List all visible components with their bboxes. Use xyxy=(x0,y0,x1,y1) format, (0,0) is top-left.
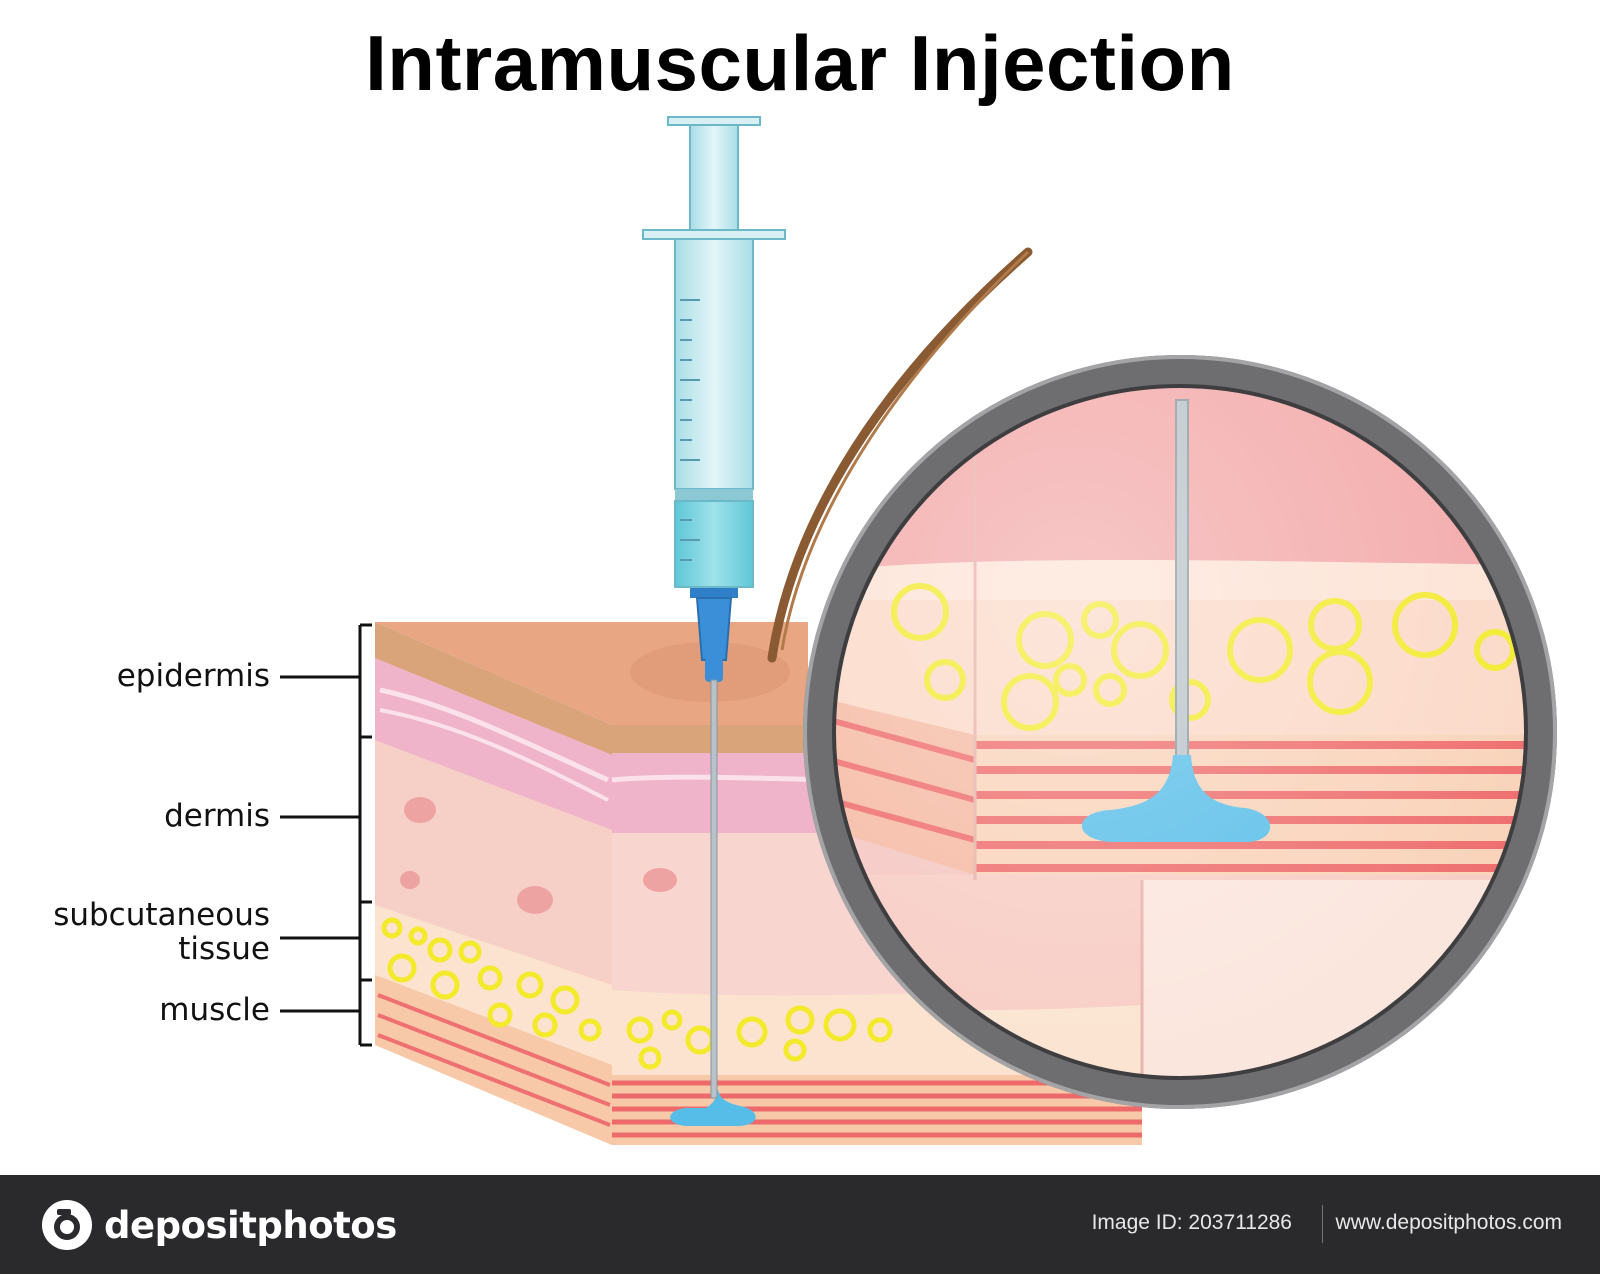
label-subcutaneous-line1: subcutaneous xyxy=(53,897,270,933)
camera-icon xyxy=(42,1200,92,1250)
page-title: Intramuscular Injection xyxy=(365,19,1235,107)
label-subcutaneous-line2: tissue xyxy=(178,931,270,967)
label-leader-lines xyxy=(280,675,360,1013)
medication-pool xyxy=(670,1090,756,1126)
label-subcutaneous-tissue: subcutaneous tissue xyxy=(10,898,270,966)
site-url-link[interactable]: www.depositphotos.com xyxy=(1335,1211,1562,1234)
brand-name: depositphotos xyxy=(104,1203,397,1247)
hair-strand xyxy=(767,247,1033,663)
layer-bracket xyxy=(358,623,372,1047)
skin-cross-section-illustration xyxy=(280,116,1557,1145)
footer-bar: depositphotos Image ID: 203711286 www.de… xyxy=(0,1175,1600,1274)
label-muscle: muscle xyxy=(159,992,270,1028)
fat-cells-left xyxy=(381,917,602,1042)
label-dermis: dermis xyxy=(164,798,270,834)
brand-logo[interactable]: depositphotos xyxy=(40,1195,397,1255)
image-id: Image ID: 203711286 xyxy=(1091,1211,1292,1234)
label-epidermis: epidermis xyxy=(116,658,270,694)
magnifier-rim xyxy=(803,355,1557,1109)
syringe xyxy=(642,116,786,1099)
footer-divider xyxy=(1322,1205,1323,1243)
